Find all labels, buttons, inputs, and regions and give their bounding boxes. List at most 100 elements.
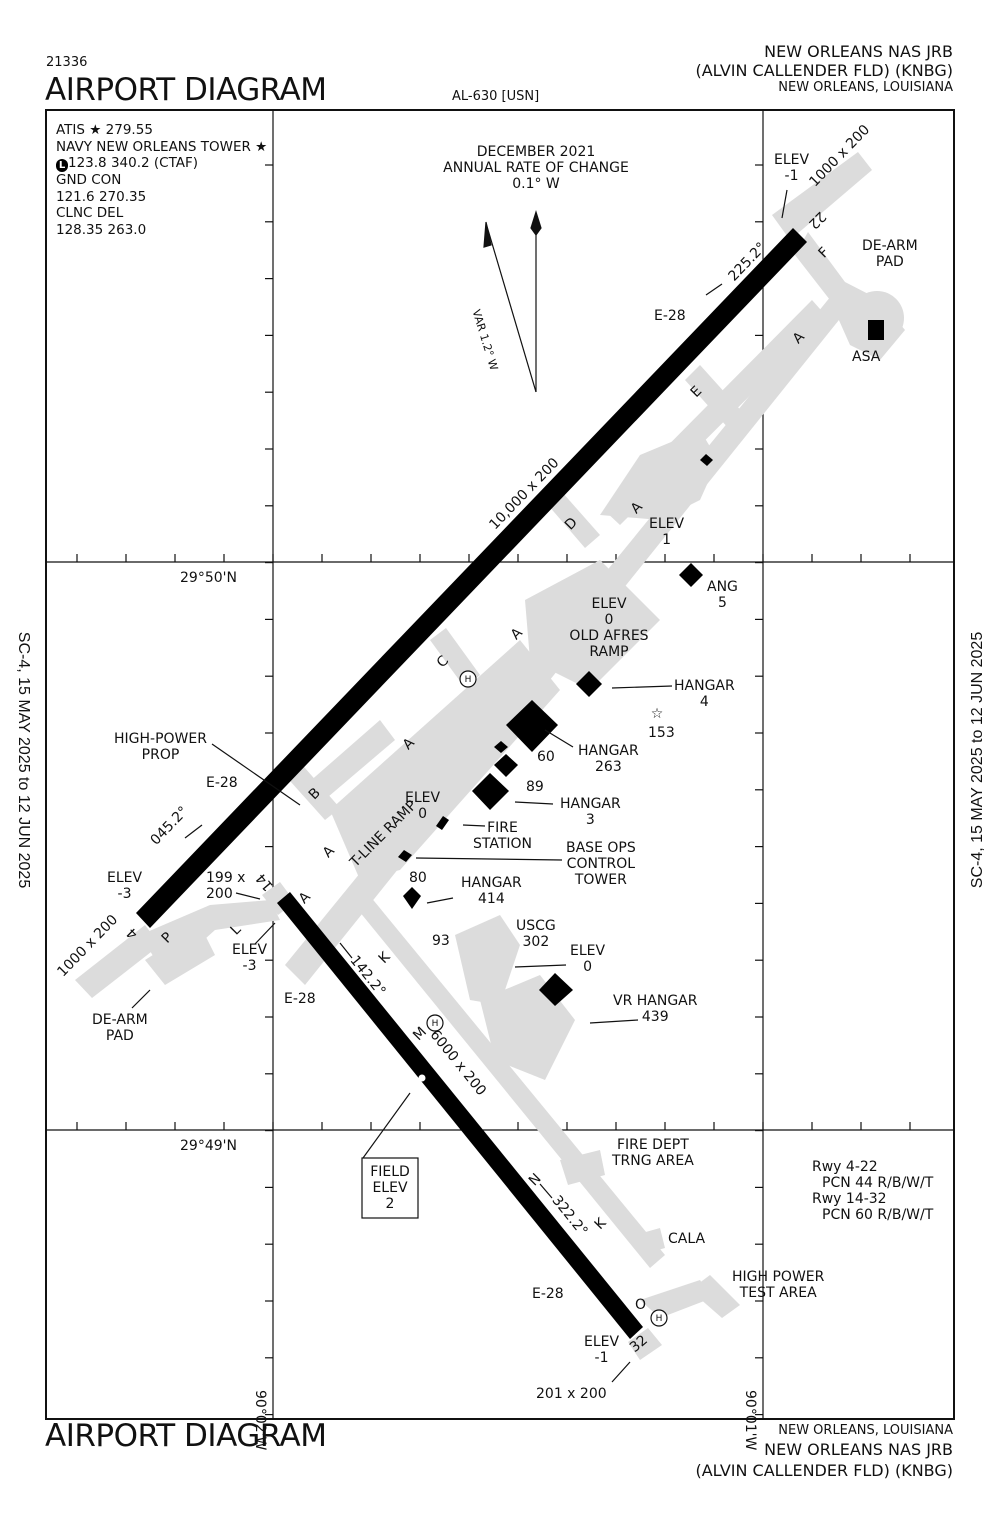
cala-label: CALA (668, 1231, 706, 1247)
fire-station-label: FIRE STATION (473, 820, 532, 852)
bldg-93-label: 93 (432, 933, 450, 949)
label-line: BASE OPS (566, 840, 636, 856)
label-line: ELEV (405, 790, 441, 806)
taxiway-e (685, 365, 745, 430)
hangar-263-building (506, 700, 558, 752)
footer-airport-subname: (ALVIN CALLENDER FLD) (KNBG) (695, 1461, 953, 1480)
elev-value: -1 (594, 1350, 609, 1366)
label-line: 0 (418, 806, 427, 822)
clearance-frequencies: 128.35 263.0 (56, 221, 147, 238)
vr-hangar-leader (589, 1019, 639, 1024)
page-title: AIRPORT DIAGRAM (45, 72, 327, 108)
elev14-leader (254, 922, 276, 945)
label-line: 302 (522, 934, 550, 950)
frequency-block: ATIS ★ 279.55 NAVY NEW ORLEANS TOWER ★ L… (56, 122, 267, 238)
label-line: HANGAR (674, 678, 735, 694)
pcn-value: PCN 44 R/B/W/T (822, 1175, 934, 1191)
tline-ramp (330, 640, 560, 880)
dearm-pad-sw (145, 925, 215, 985)
asa-label: ASA (852, 349, 881, 365)
hangar-414-label: HANGAR 414 (461, 875, 522, 907)
label-line: TOWER (574, 872, 627, 888)
helipad-2 (426, 1014, 444, 1032)
ang-building (679, 563, 703, 587)
label-line: ELEV (591, 596, 627, 612)
high-power-prop-label: HIGH-POWER PROP (114, 731, 207, 763)
lat-upper-label: 29°50'N (180, 570, 237, 586)
hangar-414-building (403, 887, 421, 909)
true-north-arrowhead (530, 209, 542, 237)
label-line: HANGAR (578, 743, 639, 759)
bldg-small-2 (494, 754, 518, 777)
beacon-icon: ☆ (651, 706, 664, 722)
fire-station-leader (462, 824, 486, 827)
label-line: OLD AFRES (569, 628, 649, 644)
buildings (398, 320, 884, 1006)
field-elev-box (361, 1157, 419, 1219)
magnetic-north-line (485, 222, 537, 393)
bldg-80-label: 80 (409, 870, 427, 886)
high-power-prop-leader (211, 743, 301, 806)
footer-city-state: NEW ORLEANS, LOUISIANA (778, 1423, 953, 1438)
label-line: PAD (105, 1028, 134, 1044)
label-line: ELEV (372, 1180, 408, 1196)
label-line: 263 (595, 759, 622, 775)
bldg-small-1 (494, 741, 508, 753)
helipad-1 (459, 670, 477, 688)
uscg-leader (514, 964, 567, 968)
arresting-gear-e28: E-28 (532, 1286, 564, 1302)
dearm-pad-ne (850, 291, 904, 345)
label-line: TEST AREA (739, 1285, 817, 1301)
overrun-32-dimensions: 201 x 200 (536, 1386, 607, 1402)
pcn-block: Rwy 4-22 PCN 44 R/B/W/T Rwy 14-32 PCN 60… (812, 1159, 933, 1223)
label-line: 439 (641, 1009, 669, 1025)
taxiway-a-west (300, 720, 395, 808)
helipad-label: H (656, 1314, 663, 1324)
hangar-3-label: HANGAR 3 (560, 796, 621, 828)
elev-14: ELEV -3 (232, 942, 267, 974)
runway-marker (418, 1074, 426, 1082)
bldg-89-label: 89 (526, 779, 544, 795)
overrun-22 (772, 152, 872, 240)
airport-subname: (ALVIN CALLENDER FLD) (KNBG) (695, 61, 953, 80)
overrun14-leader (235, 892, 261, 900)
elev22-leader (781, 189, 788, 219)
overrun-32 (628, 1328, 662, 1360)
label-line: 414 (478, 891, 505, 907)
overrun-line: 199 x (206, 870, 246, 886)
high-power-test-stub (690, 1275, 740, 1318)
field-elev-leader (362, 1092, 411, 1159)
helipad-label: H (432, 1019, 439, 1029)
airport-footer: NEW ORLEANS, LOUISIANA NEW ORLEANS NAS J… (695, 1423, 953, 1481)
elev-1-label: ELEV 1 (649, 516, 684, 548)
hangar414-leader (426, 897, 454, 904)
overrun-4 (75, 925, 160, 998)
label-line: PROP (141, 747, 180, 763)
fire-dept-area (560, 1150, 605, 1185)
dearm-pad-ne-label: DE-ARM PAD (862, 238, 918, 270)
heading-142-arrow (339, 942, 353, 959)
old-afres-ramp-label: ELEV 0 OLD AFRES RAMP (564, 596, 654, 660)
chart-code: AL-630 [USN] (452, 89, 540, 104)
label-line: FIRE DEPT (616, 1137, 689, 1153)
high-power-test-label: HIGH POWER TEST AREA (732, 1269, 824, 1301)
dearm-sw-leader (131, 989, 151, 1009)
label-line: ANG (707, 579, 738, 595)
ramp-elev1 (600, 430, 718, 520)
ang-label: ANG 5 (707, 579, 738, 611)
vr-hangar-building (539, 973, 573, 1006)
label-line: 3 (585, 812, 595, 828)
footer-title: AIRPORT DIAGRAM (45, 1418, 327, 1454)
mag-rate-label: ANNUAL RATE OF CHANGE (443, 160, 629, 176)
label-line: VR HANGAR (613, 993, 698, 1009)
elev-value: -3 (242, 958, 257, 974)
old-afres-ramp (525, 560, 660, 690)
label-line: RAMP (589, 644, 629, 660)
label-line: HIGH-POWER (114, 731, 207, 747)
pcn-value: PCN 60 R/B/W/T (822, 1207, 934, 1223)
base-ops-leader (415, 857, 563, 861)
heading-322-arrow (539, 1183, 553, 1199)
airport-header: NEW ORLEANS NAS JRB (ALVIN CALLENDER FLD… (695, 42, 953, 96)
label-line: DE-ARM (862, 238, 918, 254)
heading-225-arrow (705, 283, 723, 296)
